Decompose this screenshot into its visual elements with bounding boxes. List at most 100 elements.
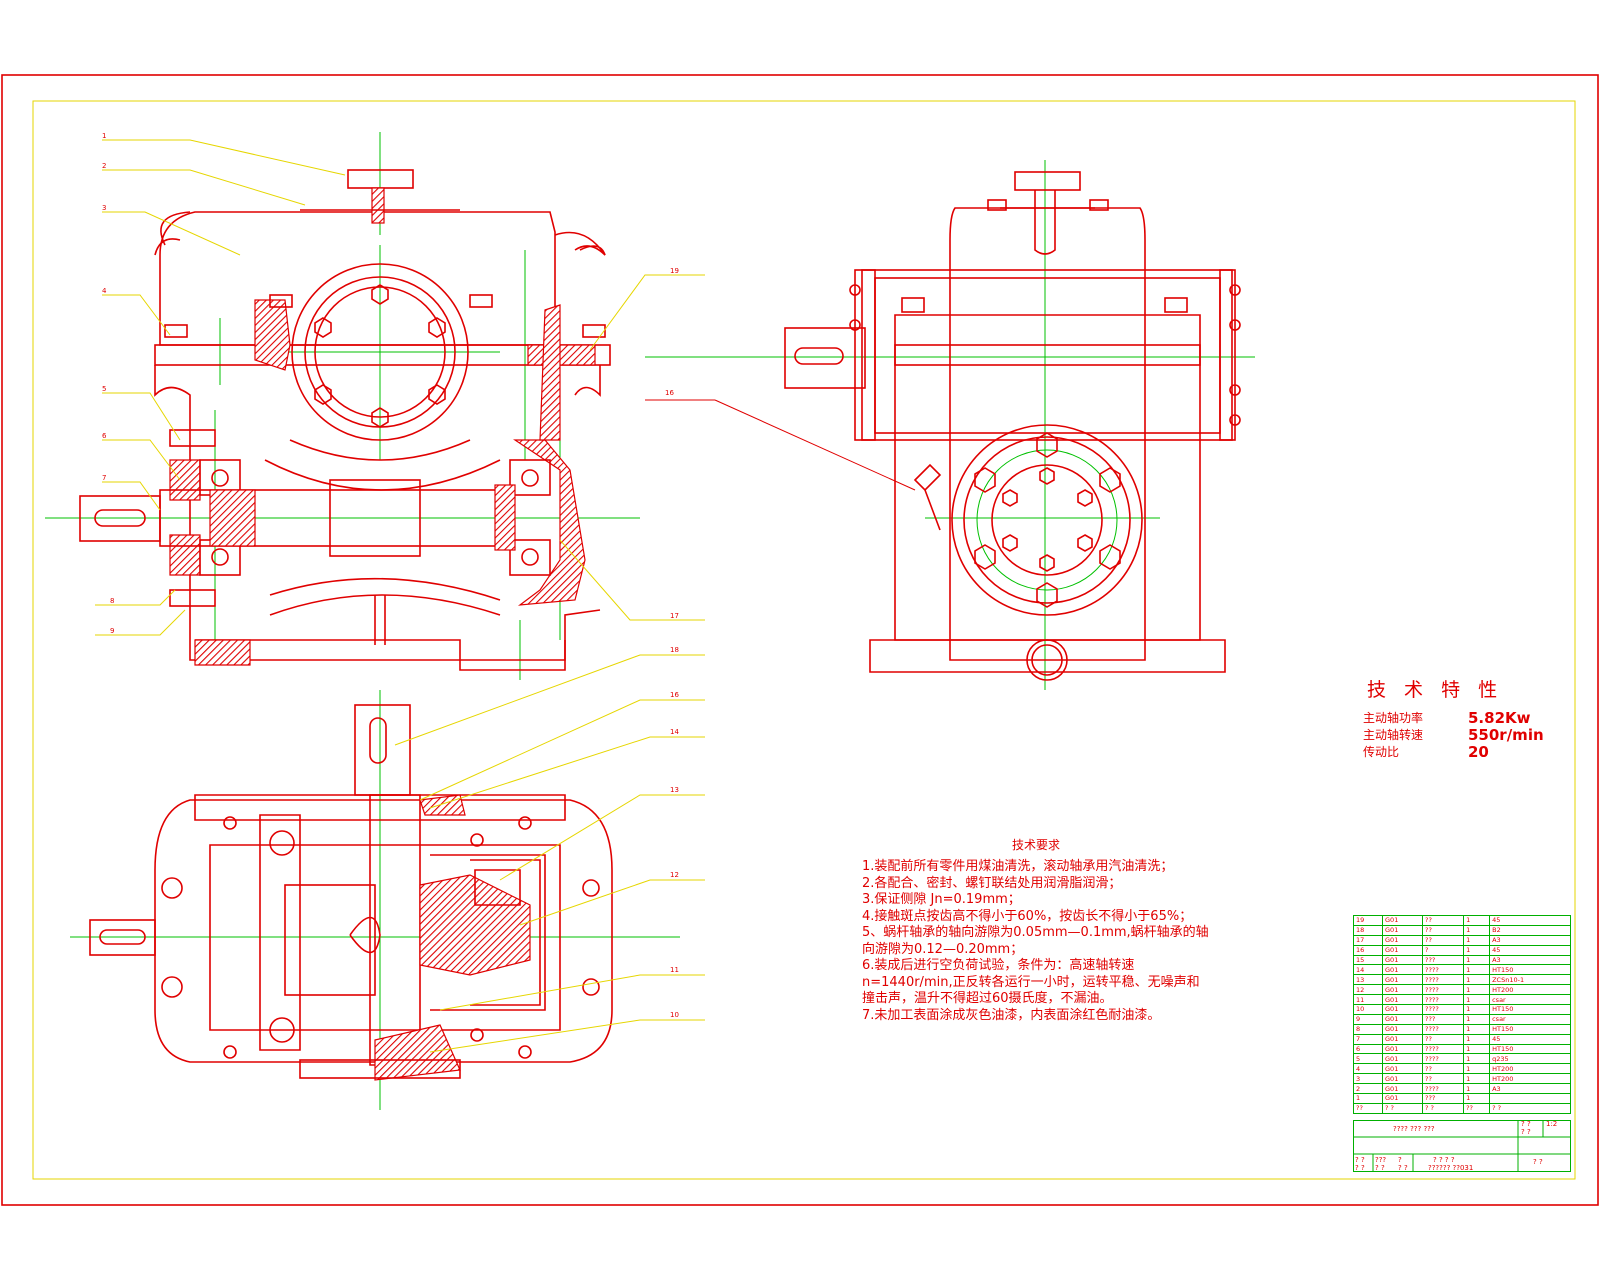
parts-cell-material: 45 [1489, 1033, 1571, 1045]
parts-cell-no: 17 [1352, 934, 1384, 946]
parts-cell-name: ???? [1422, 984, 1465, 996]
tech-char-row: 主动轴功率 5.82Kw [1363, 710, 1563, 727]
hdr-name: ? ? [1422, 1102, 1465, 1114]
parts-cell-code: G01 [1382, 974, 1424, 986]
parts-cell-qty: 1 [1463, 964, 1491, 976]
tech-char-row: 传动比 20 [1363, 744, 1563, 761]
parts-cell-code: G01 [1382, 1053, 1424, 1065]
balloon-17: 17 [670, 612, 679, 620]
inner-frame [32, 100, 1576, 1180]
parts-cell-material: HT150 [1489, 1023, 1571, 1035]
parts-cell-no: 2 [1352, 1083, 1384, 1095]
parts-cell-material: HT200 [1489, 1063, 1571, 1075]
balloon-top-12: 12 [670, 871, 679, 879]
hdr-code: ? ? [1382, 1102, 1424, 1114]
parts-cell-name: ?? [1422, 915, 1465, 926]
parts-cell-material: 45 [1489, 944, 1571, 956]
parts-cell-code: G01 [1382, 924, 1424, 936]
parts-cell-no: 6 [1352, 1043, 1384, 1055]
parts-cell-code: G01 [1382, 1004, 1424, 1015]
parts-cell-material: 45 [1489, 915, 1571, 926]
parts-cell-code: G01 [1382, 1013, 1424, 1025]
parts-cell-material: HT200 [1489, 1073, 1571, 1085]
hdr-qty: ?? [1463, 1102, 1491, 1114]
parts-cell-no: 19 [1352, 915, 1384, 926]
parts-cell-material: HT150 [1489, 1004, 1571, 1015]
parts-cell-no: 13 [1352, 974, 1384, 986]
parts-cell-code: G01 [1382, 1093, 1424, 1104]
front-view [45, 132, 640, 680]
parts-cell-name: ???? [1422, 1043, 1465, 1055]
parts-cell-name: ???? [1422, 1053, 1465, 1065]
parts-cell-name: ???? [1422, 1083, 1465, 1095]
balloon-2: 2 [102, 162, 106, 170]
parts-cell-name: ?? [1422, 1033, 1465, 1045]
tech-req-line: 撞击声，温升不得超过60摄氏度，不漏油。 [862, 991, 1113, 1006]
parts-cell-no: 16 [1352, 944, 1384, 956]
parts-cell-name: ??? [1422, 954, 1465, 966]
parts-cell-qty: 1 [1463, 1033, 1491, 1045]
balloon-5: 5 [102, 385, 106, 393]
tb-r1c: ? [1398, 1156, 1402, 1164]
parts-cell-material: B2 [1489, 924, 1571, 936]
parts-cell-qty: 1 [1463, 1013, 1491, 1025]
parts-cell-qty: 1 [1463, 974, 1491, 986]
parts-cell-qty: 1 [1463, 1073, 1491, 1085]
drawing-name: ???? ??? ??? [1393, 1125, 1435, 1133]
parts-cell-no: 1 [1352, 1093, 1384, 1104]
parts-cell-material [1489, 1093, 1571, 1104]
balloon-4: 4 [102, 287, 107, 295]
parts-cell-qty: 1 [1463, 915, 1491, 926]
tech-req-line: 向游隙为0.12—0.20mm； [862, 941, 1024, 957]
parts-cell-name: ??? [1422, 1013, 1465, 1025]
parts-cell-qty: 1 [1463, 1023, 1491, 1035]
parts-cell-code: G01 [1382, 984, 1424, 996]
title-texts: ???? ??? ??? ? ? 1:2 ? ? ? ? ??? ? ? ? ?… [1353, 1120, 1571, 1172]
parts-cell-qty: 1 [1463, 1063, 1491, 1075]
tech-char-value: 5.82Kw [1468, 709, 1531, 727]
technical-requirements: 技术要求 1.装配前所有零件用煤油清洗，滚动轴承用汽油清洗； 2.各配合、密封、… [862, 836, 1282, 1024]
top-leaders [394, 654, 705, 1053]
balloon-top-16: 16 [670, 691, 679, 699]
parts-cell-code: G01 [1382, 915, 1424, 926]
tech-req-line: 3.保证侧隙 Jn=0.19mm； [862, 892, 1021, 907]
parts-cell-name: ?? [1422, 924, 1465, 936]
parts-cell-qty: 1 [1463, 1083, 1491, 1095]
tech-char-title: 技 术 特 性 [1367, 679, 1504, 701]
parts-cell-name: ?? [1422, 1073, 1465, 1085]
title-grid [1353, 1120, 1571, 1172]
balloon-top-13: 13 [670, 786, 679, 794]
parts-cell-no: 12 [1352, 984, 1384, 996]
tech-req-line: 5、蜗杆轴承的轴向游隙为0.05mm—0.1mm,蜗杆轴承的轴 [862, 925, 1209, 940]
top-view [70, 690, 680, 1110]
parts-cell-code: G01 [1382, 944, 1424, 956]
parts-cell-name: ???? [1422, 1023, 1465, 1035]
parts-cell-no: 7 [1352, 1033, 1384, 1045]
parts-cell-material: HT150 [1489, 1043, 1571, 1055]
parts-cell-qty: 1 [1463, 944, 1491, 956]
parts-cell-material: csar [1489, 1013, 1571, 1025]
front-leaders [95, 139, 705, 636]
parts-cell-no: 18 [1352, 924, 1384, 936]
parts-cell-no: 4 [1352, 1063, 1384, 1075]
parts-cell-no: 14 [1352, 964, 1384, 976]
balloon-top-18: 18 [670, 646, 679, 654]
parts-cell-material: A3 [1489, 934, 1571, 946]
parts-cell-name: ???? [1422, 994, 1465, 1006]
parts-cell-qty: 1 [1463, 934, 1491, 946]
parts-cell-material: csar [1489, 994, 1571, 1006]
